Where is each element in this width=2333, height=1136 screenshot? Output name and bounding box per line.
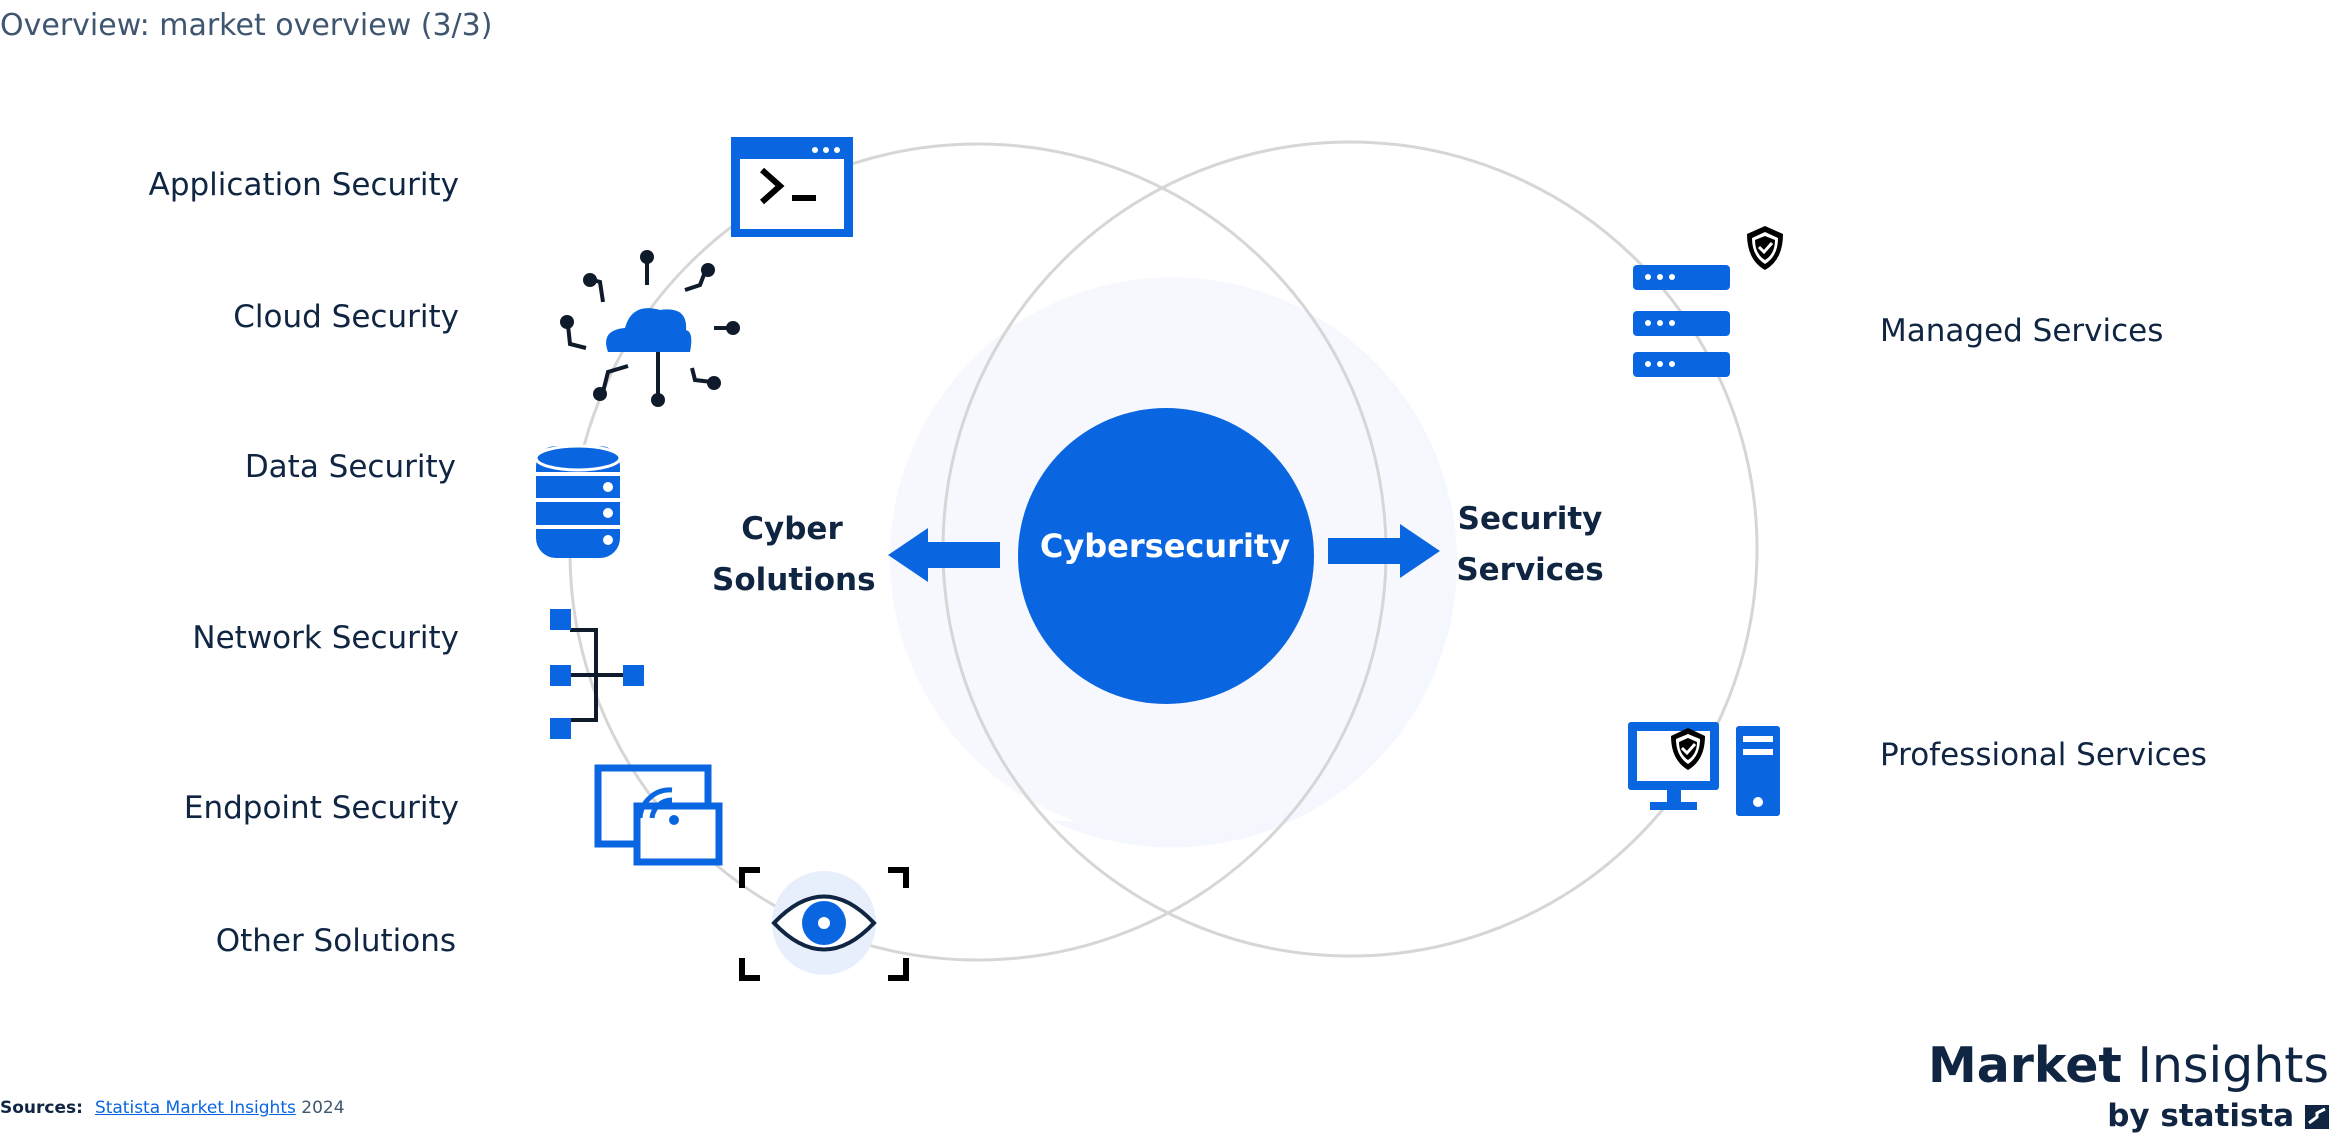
solution-label-endpoint: Endpoint Security [183, 790, 459, 826]
source-year: 2024 [301, 1098, 345, 1118]
solution-label-data: Data Security [244, 449, 456, 485]
source-link[interactable]: Statista Market Insights [94, 1098, 296, 1118]
solution-label-other: Other Solutions [215, 923, 456, 959]
brand-by: by statista [1928, 1096, 2329, 1136]
security-services-label: Security Services [1455, 494, 1605, 596]
cyber-solutions-label: Cyber Solutions [712, 504, 876, 606]
computer-shield-icon [1628, 722, 1780, 816]
sources-label: Sources: [0, 1098, 83, 1118]
statista-logo-icon [2305, 1105, 2329, 1129]
brand-bold: Market [1927, 1037, 2122, 1094]
arrow-right-icon [1328, 524, 1440, 578]
network-tree-icon [550, 609, 644, 739]
sources-line: Sources: Statista Market Insights 2024 [0, 1098, 345, 1118]
brand-logo: Market Insights by statista [1928, 1036, 2329, 1136]
cybersecurity-circle [1018, 408, 1314, 704]
brand-by-text: by statista [2107, 1098, 2295, 1134]
cybersecurity-label: Cybersecurity [1039, 527, 1291, 565]
service-label-managed: Managed Services [1880, 313, 2164, 349]
server-shield-icon [1633, 226, 1783, 377]
arrow-left-icon [888, 528, 1000, 582]
solution-label-application: Application Security [148, 167, 459, 203]
brand-light: Insights [2137, 1037, 2329, 1094]
solution-label-cloud: Cloud Security [233, 299, 459, 335]
cloud-network-icon [560, 250, 740, 407]
endpoint-signal-icon [594, 764, 723, 866]
brand-name: Market Insights [1928, 1036, 2329, 1096]
database-icon [534, 444, 622, 558]
cyber-solutions-line1: Cyber [741, 511, 843, 547]
security-services-line2: Services [1456, 552, 1604, 588]
terminal-window-icon [731, 137, 853, 237]
eye-scan-icon [739, 867, 909, 981]
cyber-solutions-line2: Solutions [712, 562, 876, 598]
solution-label-network: Network Security [192, 620, 459, 656]
service-label-professional: Professional Services [1880, 737, 2207, 773]
security-services-line1: Security [1457, 501, 1603, 537]
page-title: Overview: market overview (3/3) [0, 8, 493, 43]
